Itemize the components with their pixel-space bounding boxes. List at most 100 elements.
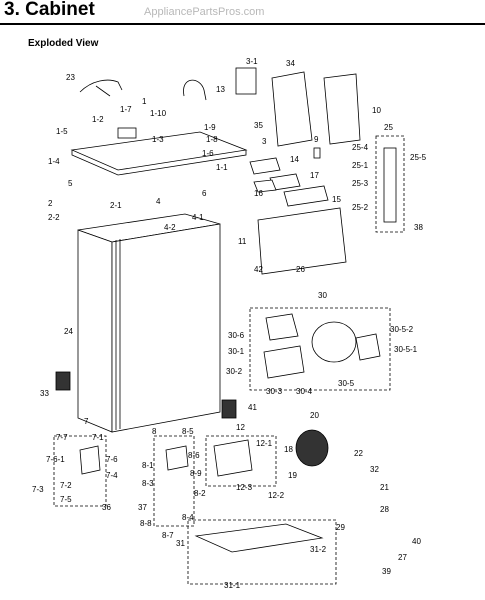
callout-label: 26 xyxy=(296,265,305,274)
evaporator-cover-part xyxy=(257,207,347,275)
callout-label: 1-5 xyxy=(56,127,68,136)
callout-label: 8-6 xyxy=(188,451,200,460)
callout-label: 8-3 xyxy=(142,479,154,488)
roller-assembly-box xyxy=(153,435,195,527)
callout-label: 3 xyxy=(262,137,267,146)
switch-module-part xyxy=(235,67,257,95)
top-cover-edge xyxy=(71,150,247,176)
fan-bracket-part xyxy=(263,345,305,379)
sensor-part-9 xyxy=(313,147,321,159)
compressor-part xyxy=(295,429,329,467)
frame-part-14 xyxy=(249,157,281,175)
callout-label: 2 xyxy=(48,199,53,208)
callout-label: 8-1 xyxy=(142,461,154,470)
callout-label: 41 xyxy=(248,403,257,412)
callout-label: 8-2 xyxy=(194,489,206,498)
title-rule xyxy=(0,23,485,25)
fan-motor-part xyxy=(265,313,299,341)
hinge-assembly-box xyxy=(53,435,107,507)
callout-label: 29 xyxy=(336,523,345,532)
callout-label: 1-4 xyxy=(48,157,60,166)
callout-label: 1-7 xyxy=(120,105,132,114)
callout-label: 25-4 xyxy=(352,143,369,152)
callout-label: 9 xyxy=(314,135,319,144)
callout-label: 12-3 xyxy=(236,483,253,492)
callout-label: 31-2 xyxy=(310,545,327,554)
callout-label: 2-1 xyxy=(110,201,122,210)
fan-cover-part xyxy=(355,333,381,361)
cover-part-15 xyxy=(283,185,329,207)
callout-label: 13 xyxy=(216,85,225,94)
vent-part-41 xyxy=(221,399,237,419)
callout-label: 28 xyxy=(380,505,389,514)
callout-label: 30-1 xyxy=(228,347,245,356)
callout-label: 22 xyxy=(354,449,363,458)
callout-label: 35 xyxy=(254,121,263,130)
page-title: 3. Cabinet xyxy=(4,0,95,20)
callout-label: 17 xyxy=(310,171,319,180)
callout-label: 36 xyxy=(102,503,111,512)
callout-label: 15 xyxy=(332,195,341,204)
vent-part-33 xyxy=(55,371,71,391)
callout-label: 38 xyxy=(414,223,423,232)
callout-label: 1-3 xyxy=(152,135,164,144)
callout-label: 30-6 xyxy=(228,331,245,340)
callout-label: 1-10 xyxy=(150,109,167,118)
callout-label: 7-2 xyxy=(60,481,72,490)
callout-label: 3-1 xyxy=(246,57,258,66)
callout-label: 12-2 xyxy=(268,491,285,500)
callout-label: 23 xyxy=(66,73,75,82)
callout-label: 4 xyxy=(156,197,161,206)
callout-label: 5 xyxy=(68,179,73,188)
callout-label: 10 xyxy=(372,106,381,115)
callout-label: 7-4 xyxy=(106,471,118,480)
callout-label: 8-8 xyxy=(140,519,152,528)
callout-label: 32 xyxy=(370,465,379,474)
callout-label: 14 xyxy=(290,155,299,164)
callout-label: 31-1 xyxy=(224,581,241,590)
cabinet-side xyxy=(111,223,221,433)
callout-label: 24 xyxy=(64,327,73,336)
callout-label: 4-1 xyxy=(192,213,204,222)
callout-label: 8 xyxy=(152,427,157,436)
callout-label: 37 xyxy=(138,503,147,512)
callout-label: 7-6-1 xyxy=(46,455,65,464)
callout-label: 31 xyxy=(176,539,185,548)
callout-label: 8-4 xyxy=(182,513,194,522)
fan-assembly-box xyxy=(249,307,391,391)
callout-label: 1-8 xyxy=(206,135,218,144)
callout-label: 39 xyxy=(382,567,391,576)
callout-label: 42 xyxy=(254,265,263,274)
callout-label: 7-6 xyxy=(106,455,118,464)
cabinet-front xyxy=(77,229,113,433)
callout-label: 16 xyxy=(254,189,263,198)
control-housing-part xyxy=(271,71,313,147)
callout-label: 20 xyxy=(310,411,319,420)
bracket-part xyxy=(117,127,137,139)
callout-label: 2-2 xyxy=(48,213,60,222)
callout-label: 25-3 xyxy=(352,179,369,188)
section-subtitle: Exploded View xyxy=(28,38,99,49)
callout-label: 8-7 xyxy=(162,531,174,540)
site-watermark: AppliancePartsPros.com xyxy=(144,6,265,18)
callout-label: 30-2 xyxy=(226,367,243,376)
callout-label: 12 xyxy=(236,423,245,432)
callout-label: 7-1 xyxy=(92,433,104,442)
tube-part xyxy=(183,79,207,101)
callout-label: 12-1 xyxy=(256,439,273,448)
callout-label: 34 xyxy=(286,59,295,68)
callout-label: 33 xyxy=(40,389,49,398)
callout-label: 7-5 xyxy=(60,495,72,504)
callout-label: 1-6 xyxy=(202,149,214,158)
callout-label: 4-2 xyxy=(164,223,176,232)
callout-label: 19 xyxy=(288,471,297,480)
wire-harness-part xyxy=(79,79,123,97)
fan-shroud-part xyxy=(311,321,357,363)
callout-label: 8-9 xyxy=(190,469,202,478)
callout-label: 1-2 xyxy=(92,115,104,124)
duct-part xyxy=(383,147,397,223)
callout-label: 25 xyxy=(384,123,393,132)
hinge-part xyxy=(79,445,101,475)
